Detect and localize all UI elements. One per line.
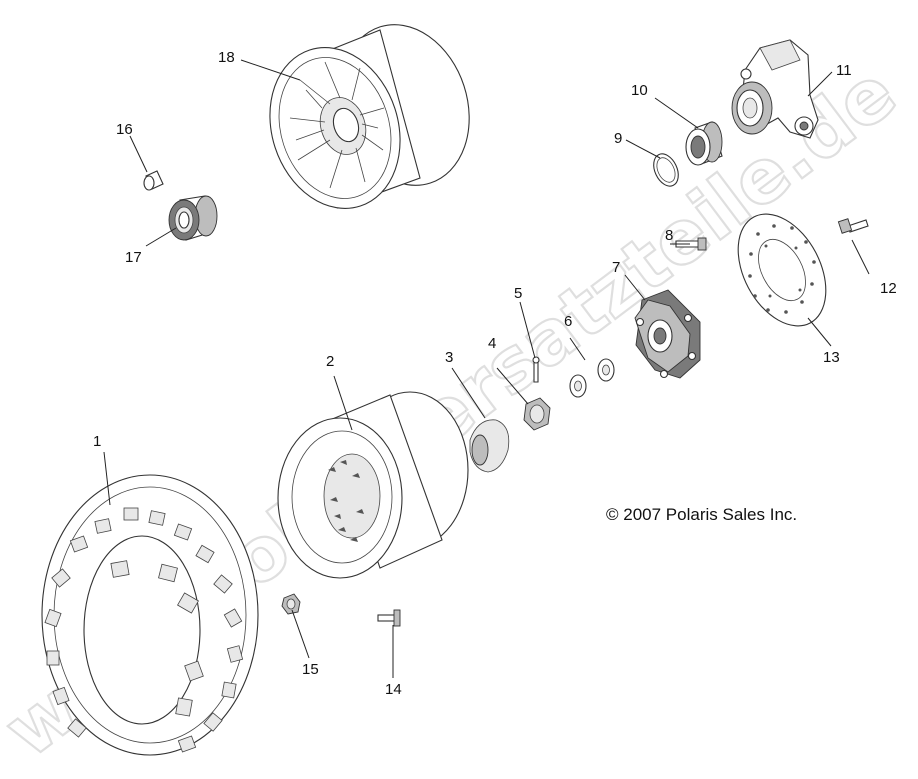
bearing-carrier-icon[interactable] xyxy=(731,39,819,139)
lug-nut-icon[interactable] xyxy=(281,593,301,615)
retaining-ring-icon[interactable] xyxy=(649,150,683,190)
callout-11[interactable]: 11 xyxy=(836,62,852,79)
callout-16[interactable]: 16 xyxy=(116,121,133,138)
callout-13[interactable]: 13 xyxy=(823,349,840,366)
washer-icon[interactable] xyxy=(569,358,615,398)
hub-cap-icon[interactable] xyxy=(469,419,510,473)
castle-nut-icon[interactable] xyxy=(523,397,551,431)
callout-10[interactable]: 10 xyxy=(631,82,648,99)
callout-17[interactable]: 17 xyxy=(125,249,142,266)
aluminum-wheel-icon[interactable] xyxy=(250,8,490,226)
callout-14[interactable]: 14 xyxy=(385,681,402,698)
callout-9[interactable]: 9 xyxy=(614,130,622,147)
callout-12[interactable]: 12 xyxy=(880,280,897,297)
tire-icon[interactable] xyxy=(41,474,259,756)
bushing-bearing-icon[interactable] xyxy=(168,195,218,241)
wheel-hub-icon[interactable] xyxy=(634,289,701,379)
callout-4[interactable]: 4 xyxy=(488,335,496,352)
bearing-icon[interactable] xyxy=(685,121,723,166)
callout-5[interactable]: 5 xyxy=(514,285,522,302)
pin-icon[interactable] xyxy=(143,170,164,191)
brake-disc-bolt-icon[interactable] xyxy=(837,218,869,234)
callout-8[interactable]: 8 xyxy=(665,227,673,244)
callout-1[interactable]: 1 xyxy=(93,433,101,450)
callout-7[interactable]: 7 xyxy=(612,259,620,276)
steel-wheel-rim-icon[interactable] xyxy=(277,391,469,579)
callout-2[interactable]: 2 xyxy=(326,353,334,370)
callout-15[interactable]: 15 xyxy=(302,661,319,678)
wheel-stud-icon[interactable] xyxy=(377,609,401,627)
leader-lines xyxy=(103,59,870,678)
callout-6[interactable]: 6 xyxy=(564,313,572,330)
brake-disc-icon[interactable] xyxy=(720,199,843,341)
callout-18[interactable]: 18 xyxy=(218,49,235,66)
callout-3[interactable]: 3 xyxy=(445,349,453,366)
copyright-text: © 2007 Polaris Sales Inc. xyxy=(606,505,797,524)
callout-labels: 1 2 3 4 5 6 7 8 9 10 11 12 13 14 15 16 1… xyxy=(93,49,897,698)
cotter-pin-icon[interactable] xyxy=(532,356,540,383)
